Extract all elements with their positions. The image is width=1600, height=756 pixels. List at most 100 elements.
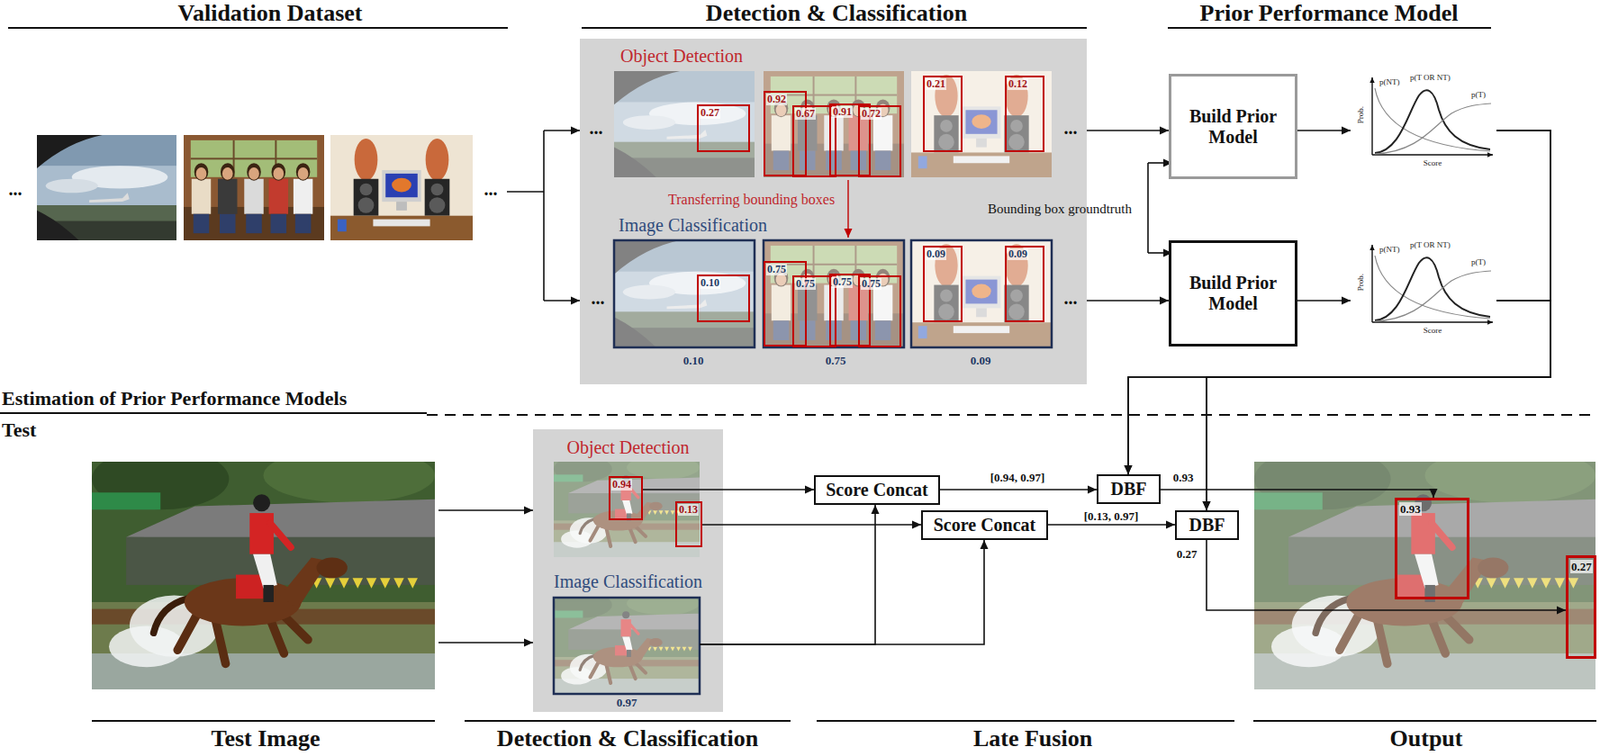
section-heading: Detection & Classification [497,725,759,753]
layout-line [1253,720,1597,723]
connector-arrow [1086,129,1169,132]
bounding-box [793,276,836,347]
edge-label: [0.13, 0.97] [1082,509,1141,524]
photo-fade [911,71,1087,190]
output-box: 0.93 [1394,497,1470,600]
photo-detail [194,162,209,181]
score-text: 0.72 [860,108,882,120]
panel-heading: Image Classification [533,571,724,593]
score-text: 0.92 [766,93,787,106]
photo-detail [330,135,473,241]
section-heading: Test Image [210,725,320,753]
photo-detail [553,461,700,558]
box-label: DBF [1111,479,1148,500]
photo-detail [36,135,103,169]
plot-label: p(NT) [1379,244,1401,255]
process-box: Build Prior Model [1168,240,1298,347]
photo-detail [425,138,450,181]
photo-detail [253,494,271,512]
score-text: 0.27 [1570,560,1593,574]
ellipsis-mark: ... [591,288,606,308]
plot-label: p(T) [1471,90,1486,100]
photo-detail [381,170,421,202]
connector-arrow [1206,540,1566,611]
prior-plot: p(NT)p(T OR NT)p(T)Prob.Score [1350,239,1497,341]
process-box: Score Concat [813,475,941,506]
photo-detail [36,210,80,241]
score-text: 0.67 [795,108,816,120]
bounding-box [923,76,962,152]
score-text: 0.75 [766,263,787,276]
image-frame [614,240,755,348]
photo-detail [191,179,211,215]
score-text: 0.09 [970,353,992,368]
bounding-box [923,246,962,322]
edge-label: 0.27 [1175,547,1200,561]
edge-label: [0.94, 0.97] [988,470,1048,485]
photo-computer [911,240,1087,360]
layout-line [506,190,544,193]
y-axis [1371,244,1373,323]
layout-line [581,27,1087,29]
photo-sky [36,135,177,241]
photo-horse [553,456,700,558]
photo-horse [1254,448,1596,690]
photo-detail [431,183,444,197]
photo-detail [222,167,234,181]
detection-box: 0.94 [608,476,643,521]
score-text: 0.09 [1007,248,1029,261]
photo-detail [360,183,373,197]
connector-arrow [1297,299,1351,302]
layout-line [847,180,849,238]
edge-label: 0.93 [1171,470,1196,485]
photo-detail [396,201,407,211]
photo-detail [91,448,229,510]
ellipsis-mark: ... [1064,288,1078,308]
bounding-box [1005,246,1044,322]
curve [1374,90,1491,154]
plot-label: p(T) [1471,257,1486,268]
layout-line [542,130,545,301]
bounding-box [697,275,750,322]
curve [1374,271,1492,322]
photo-room [183,135,325,241]
layout-line [816,720,1235,723]
image-frame [911,240,1052,348]
photo-detail [263,585,274,603]
photo-detail [245,214,263,234]
curve [1374,257,1491,321]
panel-heading: Object Detection [620,45,743,67]
panel-heading: Image Classification [618,215,768,236]
box-label: Score Concat [825,479,929,501]
photo-detail [1254,461,1596,690]
photo-detail [366,578,377,588]
photo-detail [424,179,451,217]
score-text: 0.75 [860,278,882,290]
plot-label: p(NT) [1379,77,1401,88]
photo-detail [352,578,363,588]
photo-fade [911,240,1087,360]
section-heading: Output [1390,725,1464,753]
photo-detail [36,135,177,241]
photo-detail [296,162,311,181]
photo-detail [385,173,418,198]
score-text: 0.75 [831,276,853,289]
plot-label: Prob. [1355,271,1366,294]
gray-panel [533,429,724,713]
photo-detail [89,192,130,203]
plot-figure [1372,244,1493,323]
connector-arrow [1048,524,1176,526]
score-text: 0.93 [1399,502,1422,516]
box-label: Score Concat [933,515,1037,536]
score-text: 0.94 [611,479,633,491]
connector-arrow [642,488,814,491]
plot-label: Prob. [1355,104,1366,127]
photo-computer [911,71,1087,190]
connector-arrow [702,524,922,526]
section-heading: Estimation of Prior Performance Models [1,387,347,411]
layout-line [543,299,580,302]
connector-arrow [699,505,876,645]
score-text: 0.10 [699,277,721,290]
plot-label: p(T OR NT) [1410,240,1451,251]
photo-detail [193,214,210,234]
